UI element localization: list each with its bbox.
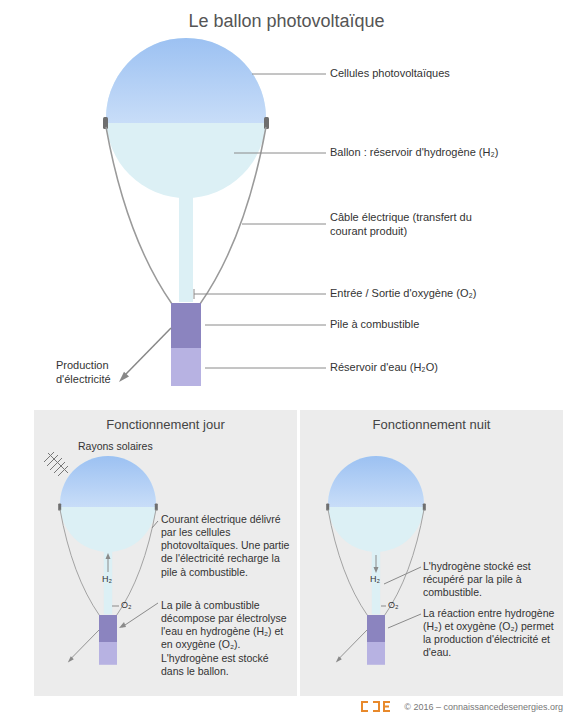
callout-label: Pile à combustible bbox=[330, 318, 530, 332]
panel-text: L'hydrogène stocké est récupéré par la p… bbox=[423, 560, 555, 599]
output-label: Production d'électricité bbox=[56, 359, 126, 387]
panel-text: Courant électrique délivré par les cellu… bbox=[161, 513, 293, 579]
copyright-note: © 2016 – connaissancedesenergies.org bbox=[363, 702, 563, 713]
sun-label: Rayons solaires bbox=[78, 440, 188, 453]
panel-heading: Fonctionnement nuit bbox=[300, 417, 563, 433]
panel-text: La réaction entre hydrogène (H₂) et oxyg… bbox=[423, 607, 555, 660]
callout-label: Cellules photovoltaïques bbox=[330, 67, 530, 81]
panel-heading: Fonctionnement jour bbox=[34, 417, 297, 433]
gas-label: H₂ bbox=[102, 574, 122, 585]
gas-label: O₂ bbox=[388, 600, 408, 611]
callout-label: Ballon : réservoir d'hydrogène (H₂) bbox=[330, 146, 560, 160]
panel-text: La pile à combustible décompose par élec… bbox=[161, 599, 293, 678]
callout-label: Entrée / Sortie d'oxygène (O₂) bbox=[330, 287, 560, 301]
operation-panel: Fonctionnement jourCourant électrique dé… bbox=[34, 410, 297, 696]
gas-label: O₂ bbox=[121, 600, 141, 611]
operation-panel: Fonctionnement nuitL'hydrogène stocké es… bbox=[300, 410, 563, 696]
diagram-title: Le ballon photovoltaïque bbox=[0, 10, 573, 33]
callout-label: Réservoir d'eau (H₂O) bbox=[330, 361, 530, 375]
callout-label: Câble électrique (transfert du courant p… bbox=[330, 211, 505, 239]
gas-label: H₂ bbox=[370, 574, 390, 585]
